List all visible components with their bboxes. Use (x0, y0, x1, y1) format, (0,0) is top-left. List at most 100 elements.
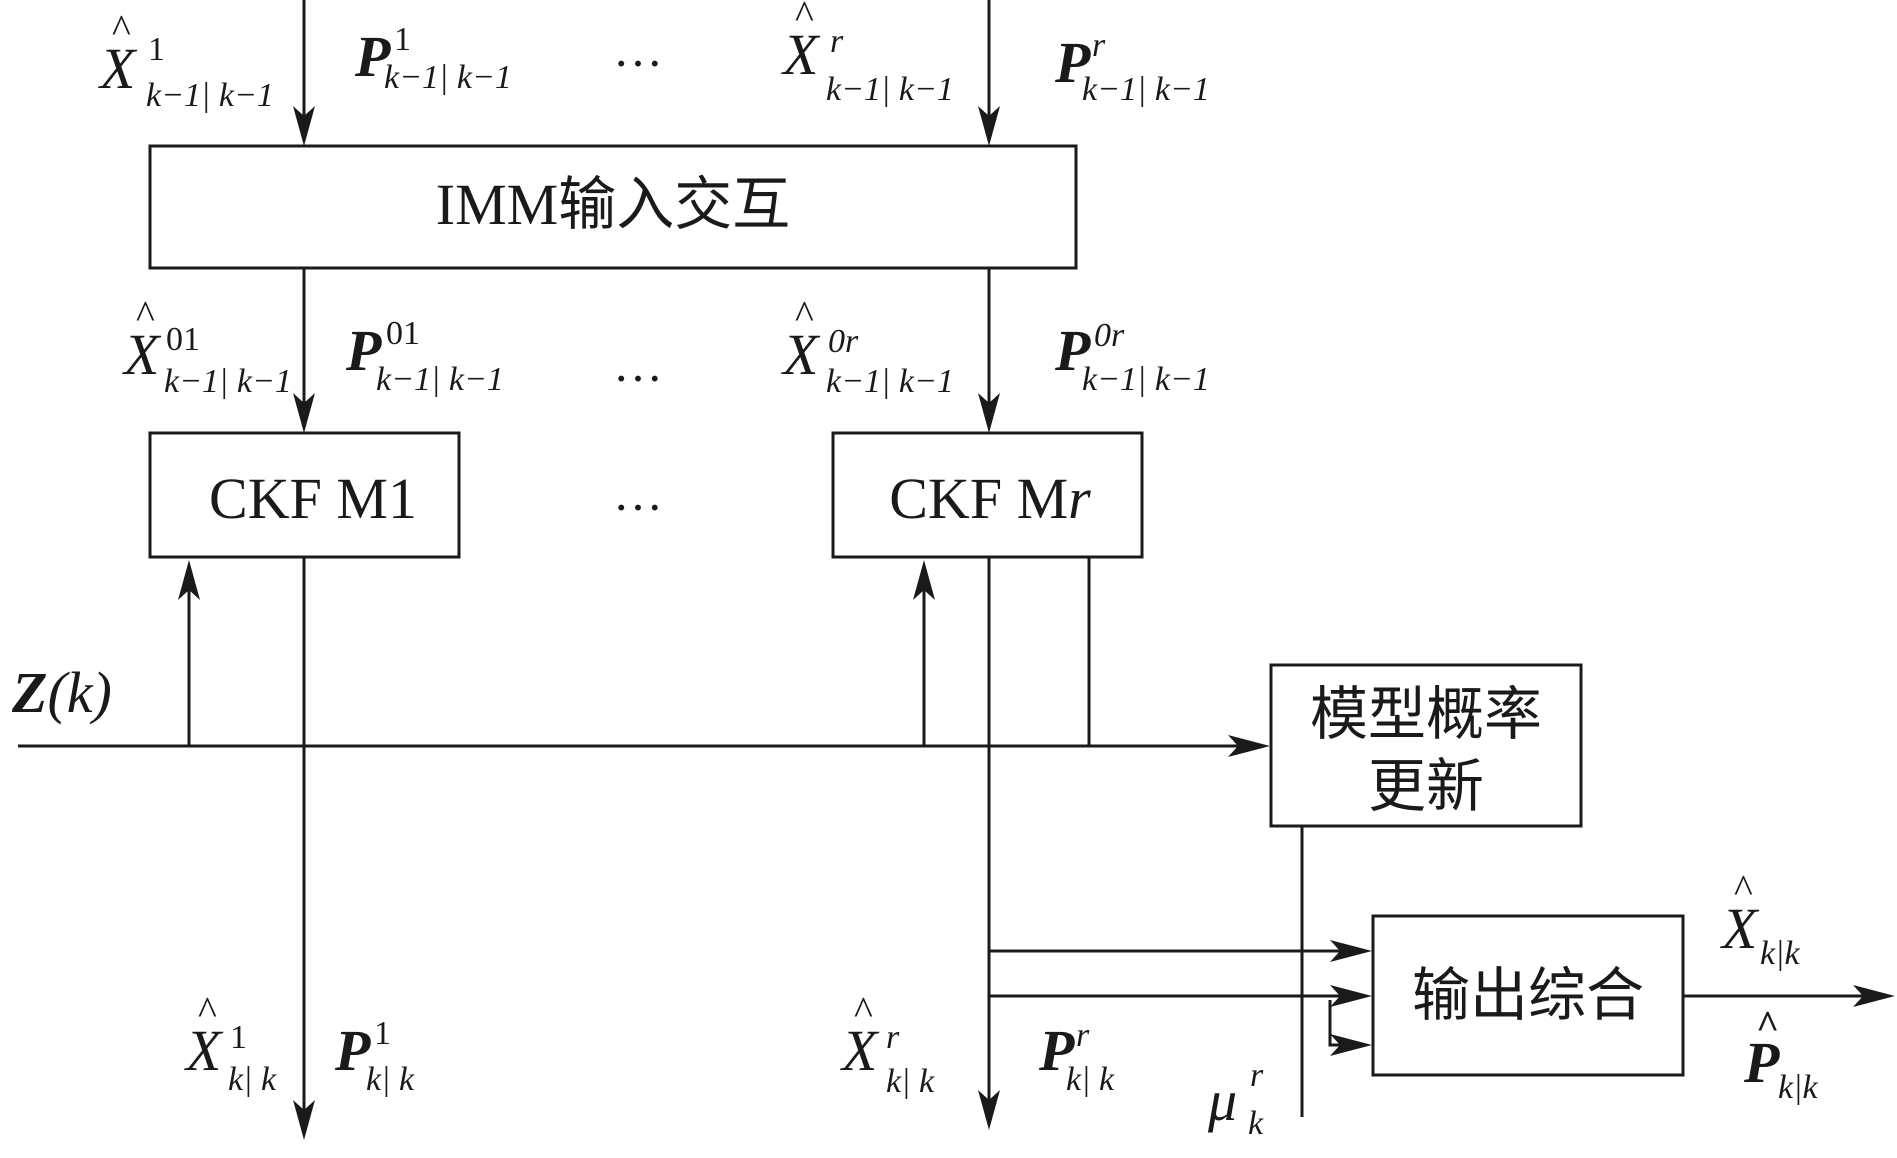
label-x-in-r: X ^ r k−1| k−1 (781, 0, 954, 108)
p-final-sub: k|k (1778, 1069, 1818, 1106)
label-p-final: P ^ k|k (1743, 1002, 1818, 1106)
hat-mark: ^ (795, 0, 814, 37)
hat-mark: ^ (1734, 866, 1753, 911)
p-in-r-base: P (1054, 30, 1091, 95)
p-mix-1-base: P (345, 318, 382, 383)
label-x-in-1: X ^ 1 k−1| k−1 (98, 6, 274, 114)
p-mix-r-sup: 0r (1094, 317, 1125, 354)
ckf-mr-label-prefix: CKF M (889, 466, 1068, 531)
x-mix-r-sub: k−1| k−1 (826, 363, 954, 400)
p-out-1-sub: k| k (366, 1061, 415, 1098)
label-x-out-1: X ^ 1 k| k (184, 988, 277, 1098)
x-out-1-base: X (184, 1018, 224, 1083)
x-in-1-sup: 1 (148, 31, 165, 68)
arrowhead-out-r (978, 1090, 1000, 1130)
arrowhead-output-2 (1330, 985, 1372, 1007)
ckf-m1-label: CKF M1 (209, 466, 417, 531)
ckf-mr-box: CKF Mr (831, 431, 1144, 559)
x-mix-r-sup: 0r (828, 323, 859, 360)
model-prob-frame (1269, 663, 1583, 828)
mu-sup: r (1250, 1057, 1264, 1094)
p-mix-r-sub: k−1| k−1 (1082, 361, 1210, 398)
p-out-r-sub: k| k (1066, 1061, 1115, 1098)
x-out-1-sub: k| k (228, 1061, 277, 1098)
x-out-r-base: X (840, 1018, 880, 1083)
p-in-1-base: P (354, 24, 391, 89)
output-combine-label: 输出综合 (1412, 963, 1644, 1028)
label-x-final: X ^ k|k (1720, 866, 1800, 972)
ckf-m1-box: CKF M1 (148, 431, 461, 559)
x-final-base: X (1720, 896, 1760, 961)
p-in-1-sub: k−1| k−1 (384, 59, 512, 96)
label-x-mix-1: X ^ 01 k−1| k−1 (122, 292, 292, 400)
ellipsis-ckf: … (613, 465, 663, 521)
arrowhead-mix-1 (293, 393, 315, 433)
x-mix-r-base: X (781, 322, 821, 387)
measurement-symbol: Z (11, 660, 47, 725)
p-mix-1-sup: 01 (386, 315, 420, 352)
measurement-label: Z(k) (11, 660, 112, 725)
p-out-r-base: P (1038, 1018, 1075, 1083)
x-out-1-sup: 1 (230, 1019, 247, 1056)
label-x-mix-r: X ^ 0r k−1| k−1 (781, 292, 954, 400)
x-in-1-base: X (98, 36, 138, 101)
model-prob-label-line1: 模型概率 (1310, 682, 1542, 747)
p-out-1-sup: 1 (374, 1015, 391, 1052)
x-mix-1-sub: k−1| k−1 (164, 363, 292, 400)
x-mix-1-base: X (122, 322, 162, 387)
p-out-1-base: P (334, 1018, 371, 1083)
x-final-sub: k|k (1760, 935, 1800, 972)
mu-sub: k (1248, 1105, 1264, 1142)
x-in-r-base: X (781, 22, 821, 87)
label-p-mix-r: P 0r k−1| k−1 (1054, 317, 1210, 398)
ckf-mr-label-suffix: r (1068, 466, 1091, 531)
x-mix-1-sup: 01 (166, 321, 200, 358)
p-in-r-sub: k−1| k−1 (1082, 71, 1210, 108)
arrowhead-final (1853, 985, 1895, 1007)
hat-mark: ^ (854, 988, 873, 1033)
model-prob-box: 模型概率 更新 (1269, 663, 1583, 828)
x-in-1-sub: k−1| k−1 (146, 77, 274, 114)
x-in-r-sub: k−1| k−1 (826, 71, 954, 108)
arrowhead-in-r (978, 106, 1000, 146)
arrowhead-mix-r (978, 393, 1000, 433)
label-x-out-r: X ^ r k| k (840, 988, 935, 1100)
arrowhead-z-ckf1 (178, 560, 200, 600)
ckf-mr-label: CKF Mr (889, 466, 1091, 531)
imm-box: IMM输入交互 (148, 144, 1078, 270)
arrowhead-out-1 (293, 1100, 315, 1140)
ckf-m1-frame (148, 431, 461, 559)
label-p-in-r: P r k−1| k−1 (1054, 27, 1210, 108)
model-prob-label-line2: 更新 (1368, 754, 1484, 819)
p-out-r-sup: r (1076, 1017, 1090, 1054)
label-p-out-r: P r k| k (1038, 1017, 1115, 1098)
hat-mark: ^ (1756, 1002, 1779, 1047)
output-combine-box: 输出综合 (1371, 914, 1685, 1077)
connector-lines (18, 0, 1876, 1122)
imm-box-label: IMM输入交互 (436, 172, 790, 237)
arrowhead-to-prob (1228, 735, 1270, 757)
imm-box-frame (148, 144, 1078, 270)
arrowhead-output-3 (1330, 1034, 1372, 1056)
mu-base: μ (1207, 1068, 1237, 1133)
p-mix-1-sub: k−1| k−1 (376, 361, 504, 398)
arrowheads (178, 106, 1895, 1140)
arrowhead-z-ckfr (913, 560, 935, 600)
p-mix-r-base: P (1054, 318, 1091, 383)
ckf-mr-frame (831, 431, 1144, 559)
p-in-r-sup: r (1092, 27, 1106, 64)
x-out-r-sub: k| k (886, 1063, 935, 1100)
ellipsis-top: … (613, 21, 663, 77)
hat-mark: ^ (112, 6, 131, 51)
label-mu: μ r k (1207, 1057, 1264, 1142)
x-out-r-sup: r (886, 1019, 900, 1056)
p-final-base: P (1743, 1030, 1780, 1095)
hat-mark: ^ (795, 292, 814, 337)
ellipsis-middle: … (613, 336, 663, 392)
hat-mark: ^ (198, 988, 217, 1033)
hat-mark: ^ (136, 292, 155, 337)
arrowhead-in-1 (293, 106, 315, 146)
arrowhead-output-1 (1330, 940, 1372, 962)
